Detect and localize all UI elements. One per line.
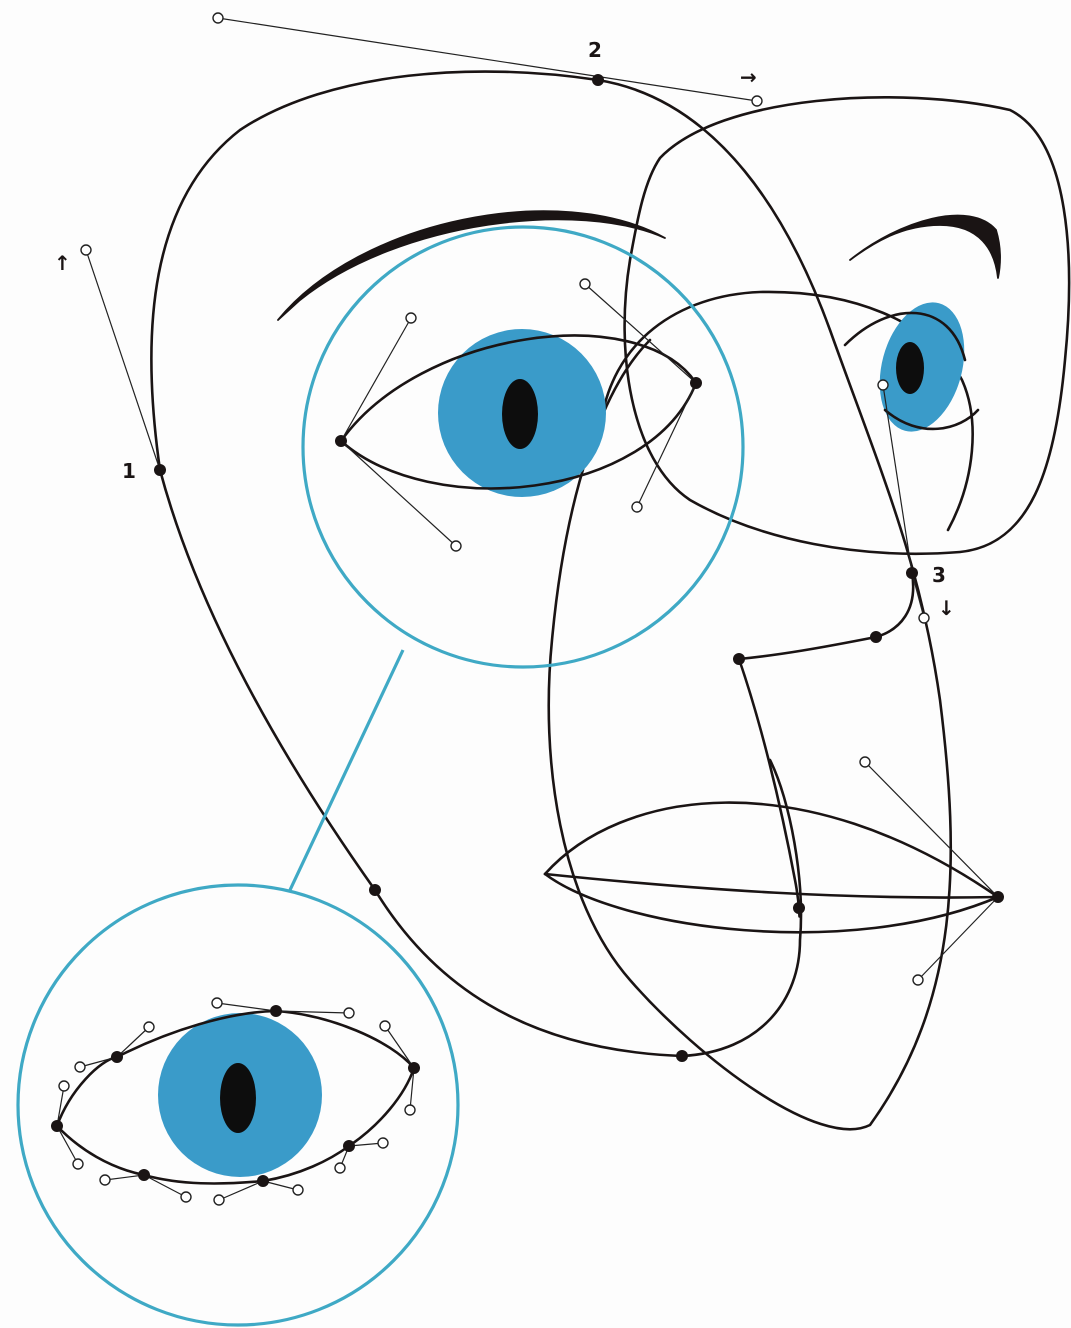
bezier-handle-point (380, 1021, 390, 1031)
bezier-anchor-point (592, 74, 604, 86)
bezier-handle-point (214, 1195, 224, 1205)
right-head-loop (625, 97, 1069, 553)
bezier-anchor-point (335, 435, 347, 447)
bezier-anchor-point (138, 1169, 150, 1181)
bezier-handle-point (860, 757, 870, 767)
big-eye-pupil (502, 379, 538, 449)
bezier-anchor-point (870, 631, 882, 643)
anchor-label-3: 3 (932, 563, 946, 587)
bezier-handle-point (81, 245, 91, 255)
nose-line (739, 573, 913, 916)
bezier-anchor-point (369, 884, 381, 896)
bezier-anchor-point (906, 567, 918, 579)
bezier-handle-point (378, 1138, 388, 1148)
bezier-handle-point (913, 975, 923, 985)
small-eye-pupil (220, 1063, 256, 1133)
bezier-handle-point (752, 96, 762, 106)
bezier-handle-point (919, 613, 929, 623)
bezier-handle-point (73, 1159, 83, 1169)
bezier-handle-point (181, 1192, 191, 1202)
bezier-handle-point (335, 1163, 345, 1173)
bezier-anchor-point (676, 1050, 688, 1062)
bezier-anchor-point (408, 1062, 420, 1074)
magnifier-connector (290, 650, 403, 890)
bezier-anchor-point (343, 1140, 355, 1152)
arrow-up-icon: ↑ (54, 251, 71, 275)
bezier-handle-point (344, 1008, 354, 1018)
bezier-handle-point (144, 1022, 154, 1032)
bezier-anchor-point (257, 1175, 269, 1187)
upper-lip (545, 803, 998, 897)
right-eye-pupil (896, 342, 924, 394)
bezier-anchor-point (111, 1051, 123, 1063)
bezier-anchor-point (793, 902, 805, 914)
arrow-right-icon: → (740, 65, 757, 89)
bezier-handle-point (100, 1175, 110, 1185)
right-eyebrow (850, 216, 1000, 278)
bezier-handle-point (293, 1185, 303, 1195)
bezier-anchor-point (733, 653, 745, 665)
bezier-handle-point (405, 1105, 415, 1115)
bezier-anchor-point (154, 464, 166, 476)
bezier-handle-point (213, 13, 223, 23)
bezier-handle-point (75, 1062, 85, 1072)
lower-lip (545, 874, 998, 932)
bezier-handle-point (406, 313, 416, 323)
bezier-anchor-point (270, 1005, 282, 1017)
bezier-handle-point (580, 279, 590, 289)
bezier-handle-point (212, 998, 222, 1008)
bezier-handle-point (451, 541, 461, 551)
bezier-anchor-point (51, 1120, 63, 1132)
bezier-anchor-point (690, 377, 702, 389)
bezier-anchor-point (992, 891, 1004, 903)
anchor-label-2: 2 (588, 38, 602, 62)
anchor-label-1: 1 (122, 459, 136, 483)
lip-center (545, 874, 998, 898)
cheek-outline (160, 470, 801, 1056)
bezier-handle-point (59, 1081, 69, 1091)
bezier-handle-point (632, 502, 642, 512)
arrow-down-icon: ↓ (938, 596, 955, 620)
